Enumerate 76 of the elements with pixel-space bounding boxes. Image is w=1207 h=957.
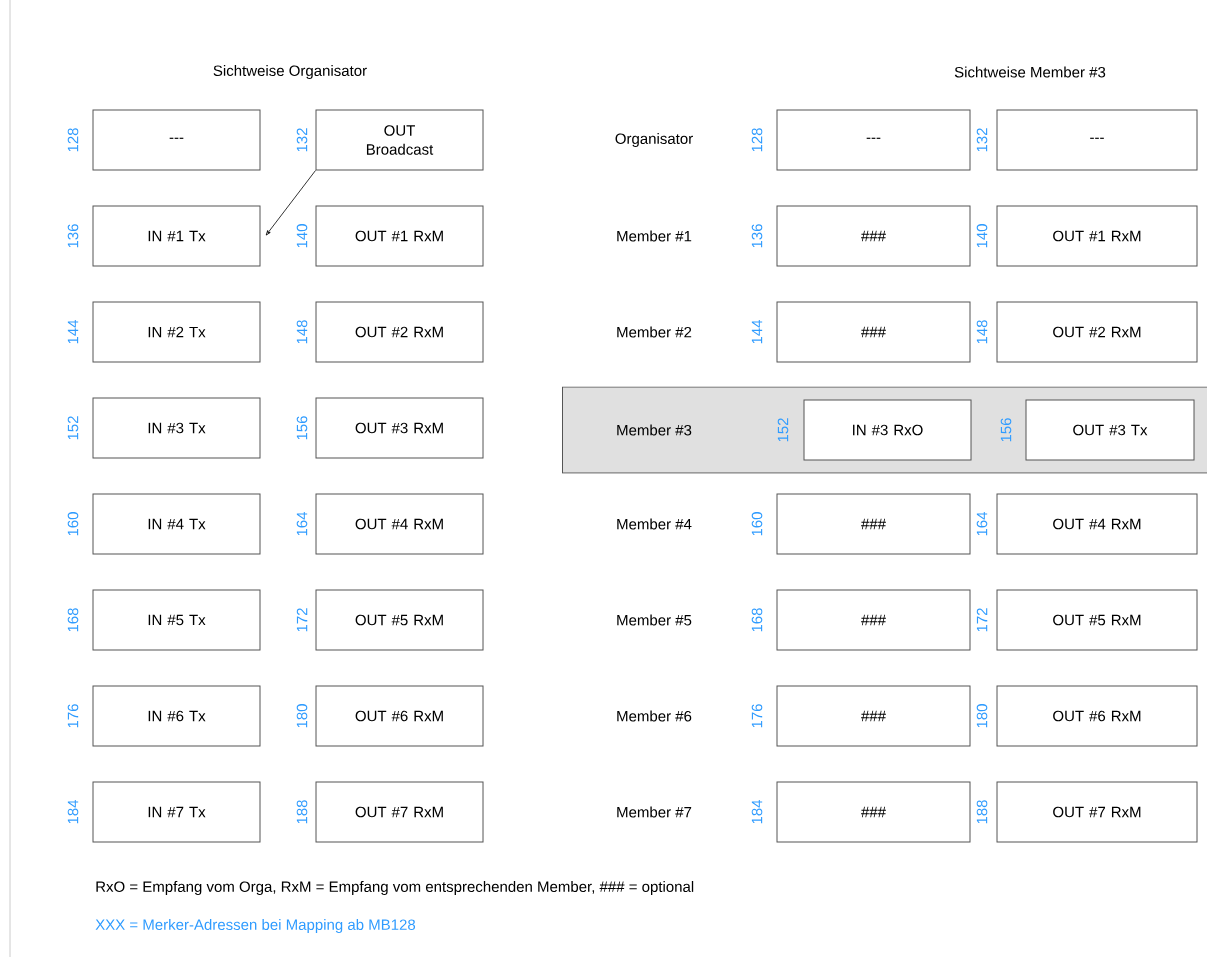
address-number: 144 bbox=[751, 319, 763, 344]
address-number: 180 bbox=[976, 704, 988, 728]
address-number: 176 bbox=[751, 704, 763, 728]
note: XXX = Merker-Adressen bei Mapping ab MB128 bbox=[95, 919, 416, 933]
address-number: 164 bbox=[976, 511, 988, 536]
register-box: OUT #3 RxM bbox=[315, 397, 484, 459]
register-box: OUT #1 RxM bbox=[315, 205, 484, 267]
register-box: OUT #5 RxM bbox=[996, 589, 1198, 651]
address-number: 160 bbox=[751, 512, 763, 536]
address-number: 136 bbox=[751, 224, 763, 248]
register-box: --- bbox=[996, 109, 1198, 171]
heading: Sichtweise Member #3 bbox=[954, 66, 1106, 78]
row-label: Member #2 bbox=[617, 326, 692, 338]
register-box: OUT #2 RxM bbox=[996, 301, 1198, 363]
register-box: IN #7 Tx bbox=[92, 781, 261, 843]
register-box: IN #6 Tx bbox=[92, 685, 261, 747]
register-box: ### bbox=[776, 493, 971, 555]
address-number: 176 bbox=[67, 704, 79, 728]
row-label: Member #4 bbox=[617, 518, 692, 530]
register-box: OUT #6 RxM bbox=[315, 685, 484, 747]
address-number: 136 bbox=[67, 224, 79, 248]
address-number: 188 bbox=[296, 800, 308, 824]
register-box: OUT #7 RxM bbox=[996, 781, 1198, 843]
address-number: 148 bbox=[296, 320, 308, 344]
address-number: 156 bbox=[1000, 418, 1012, 442]
row-label: Member #6 bbox=[617, 710, 692, 722]
address-number: 128 bbox=[751, 128, 763, 152]
address-number: 164 bbox=[296, 511, 308, 536]
address-number: 168 bbox=[67, 608, 79, 632]
register-box: OUT #3 Tx bbox=[1025, 399, 1195, 461]
register-box: ### bbox=[776, 301, 971, 363]
register-box: --- bbox=[92, 109, 261, 171]
address-number: 160 bbox=[67, 512, 79, 536]
row-label: Organisator bbox=[615, 133, 693, 147]
register-box: OUT #4 RxM bbox=[315, 493, 484, 555]
register-box: OUT Broadcast bbox=[315, 109, 484, 171]
register-box: OUT #2 RxM bbox=[315, 301, 484, 363]
register-box: OUT #4 RxM bbox=[996, 493, 1198, 555]
address-number: 144 bbox=[67, 319, 79, 344]
register-box: ### bbox=[776, 589, 971, 651]
register-box: OUT #7 RxM bbox=[315, 781, 484, 843]
address-number: 156 bbox=[296, 416, 308, 440]
address-number: 168 bbox=[751, 608, 763, 632]
register-box: ### bbox=[776, 781, 971, 843]
register-box: OUT #5 RxM bbox=[315, 589, 484, 651]
address-number: 152 bbox=[67, 416, 79, 440]
address-number: 128 bbox=[67, 128, 79, 152]
register-box: ### bbox=[776, 205, 971, 267]
register-box: IN #3 Tx bbox=[92, 397, 261, 459]
register-box: IN #2 Tx bbox=[92, 301, 261, 363]
address-number: 184 bbox=[751, 799, 763, 824]
register-box: OUT #1 RxM bbox=[996, 205, 1198, 267]
address-number: 180 bbox=[296, 704, 308, 728]
address-number: 172 bbox=[976, 608, 988, 632]
register-box: IN #1 Tx bbox=[92, 205, 261, 267]
address-number: 140 bbox=[976, 224, 988, 248]
address-number: 140 bbox=[296, 224, 308, 248]
arrow bbox=[265, 170, 316, 236]
row-label: Member #1 bbox=[617, 230, 692, 242]
address-number: 172 bbox=[296, 608, 308, 632]
register-box: OUT #6 RxM bbox=[996, 685, 1198, 747]
address-number: 188 bbox=[976, 800, 988, 824]
row-label: Member #7 bbox=[617, 806, 692, 818]
address-number: 148 bbox=[976, 320, 988, 344]
register-box: IN #3 RxO bbox=[803, 399, 972, 461]
register-box: --- bbox=[776, 109, 971, 171]
note: RxO = Empfang vom Orga, RxM = Empfang vom entsprechenden Member, ### = optional bbox=[96, 881, 694, 895]
address-number: 132 bbox=[296, 128, 308, 152]
address-number: 152 bbox=[777, 418, 789, 442]
register-box: IN #4 Tx bbox=[92, 493, 261, 555]
address-number: 132 bbox=[976, 128, 988, 152]
address-number: 184 bbox=[67, 799, 79, 824]
row-label: Member #5 bbox=[617, 614, 692, 626]
register-box: ### bbox=[776, 685, 971, 747]
heading: Sichtweise Organisator bbox=[213, 65, 367, 79]
register-box: IN #5 Tx bbox=[92, 589, 261, 651]
